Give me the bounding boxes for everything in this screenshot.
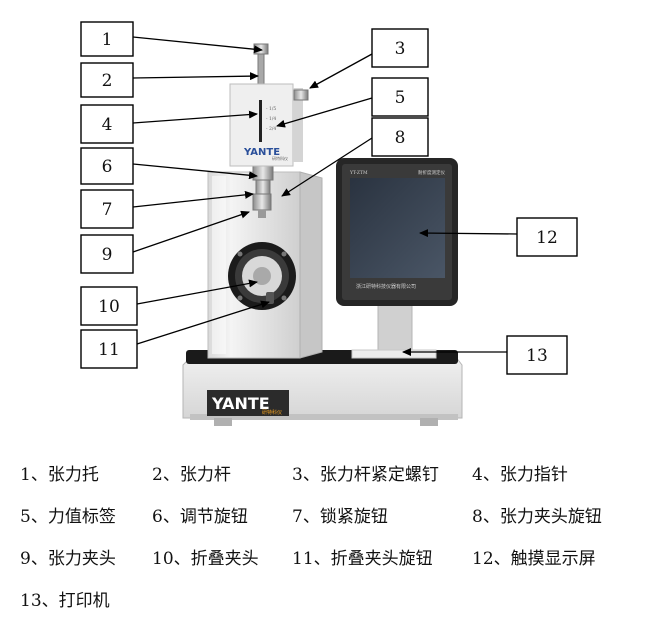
callout-arrow: [132, 110, 258, 124]
instrument-diagram: YANTE 研特科仪: [80, 21, 578, 426]
callout-number: 11: [98, 340, 120, 360]
callout-arrow: [309, 53, 373, 89]
gauge-mark: - 1/4: [266, 116, 276, 122]
callout-number: 13: [526, 346, 548, 366]
tension-gauge: - 1/5 - 1/4 - 2/4 YANTE 研特科仪: [229, 43, 309, 167]
callout-box: [516, 217, 578, 257]
callout-box: [506, 335, 568, 375]
callout-number: 1: [102, 30, 113, 50]
legend-item: 11、折叠夹头旋钮: [292, 549, 433, 569]
callout-box: [80, 62, 134, 98]
legend-item: 10、折叠夹头: [152, 549, 259, 569]
callout-6: 6: [80, 147, 258, 185]
callout-arrow: [136, 279, 258, 305]
callout-arrow: [132, 163, 258, 180]
adjust-knob: [252, 165, 274, 181]
legend-item: 8、张力夹头旋钮: [472, 507, 602, 527]
gauge-mark: - 1/5: [266, 106, 276, 112]
callout-13: 13: [402, 335, 568, 375]
callout-7: 7: [80, 189, 254, 229]
callout-box: [80, 104, 134, 144]
tension-clamp: [252, 193, 272, 211]
callout-2: 2: [80, 62, 259, 98]
callout-box: [80, 286, 138, 326]
gauge-mark: - 2/4: [266, 126, 276, 132]
callout-1: 1: [80, 21, 263, 57]
gauge-brand-subtitle: 研特科仪: [272, 155, 288, 161]
callout-arrow: [419, 229, 518, 238]
legend-item: 3、张力杆紧定螺钉: [292, 465, 439, 485]
foot: [420, 418, 438, 426]
instrument: YANTE 研特科仪: [182, 43, 463, 426]
callout-number: 4: [102, 115, 113, 135]
callout-4: 4: [80, 104, 258, 144]
callout-number: 8: [395, 128, 406, 148]
callout-arrow: [276, 97, 373, 128]
callout-number: 3: [395, 39, 406, 59]
legend-item: 2、张力杆: [152, 465, 231, 485]
callout-3: 3: [309, 28, 429, 89]
base-unit: YANTE 研特科仪: [182, 350, 463, 426]
tension-clamp-assembly: [252, 165, 274, 218]
callout-11: 11: [80, 300, 270, 369]
tension-rod-set-screw: [293, 89, 309, 101]
callout-number: 12: [536, 228, 558, 248]
callout-number: 6: [102, 157, 113, 177]
callout-arrow: [281, 137, 373, 197]
callout-number: 10: [98, 297, 120, 317]
callout-9: 9: [80, 210, 250, 274]
callout-number: 7: [102, 200, 113, 220]
callout-box: [80, 147, 134, 185]
callout-arrow: [136, 300, 270, 345]
callout-box: [80, 189, 134, 229]
callout-10: 10: [80, 279, 258, 326]
callout-8: 8: [281, 117, 429, 197]
callout-number: 5: [395, 88, 406, 108]
callout-arrow: [132, 190, 254, 208]
foot: [214, 418, 232, 426]
legend-item: 4、张力指针: [472, 465, 568, 485]
lock-knob: [255, 179, 271, 195]
callout-number: 9: [102, 245, 113, 265]
legend-item: 13、打印机: [20, 591, 110, 611]
gauge-brand: YANTE: [243, 147, 280, 158]
callout-arrow: [132, 36, 263, 54]
callout-number: 2: [102, 71, 113, 91]
screen-model: YT-ZTM: [349, 170, 368, 176]
legend-item: 6、调节旋钮: [152, 507, 248, 527]
touch-screen: [350, 178, 445, 278]
legend: 1、张力托 2、张力杆 3、张力杆紧定螺钉 4、张力指针 5、力值标签 6、调节…: [0, 448, 666, 630]
screen-title: 耐折度测定仪: [418, 169, 445, 176]
printer: [351, 349, 437, 359]
callout-box: [80, 21, 134, 57]
brand-logo: YANTE 研特科仪: [207, 390, 289, 416]
callout-box: [371, 77, 429, 117]
tension-rod: [257, 53, 265, 89]
callout-arrow: [132, 72, 259, 81]
touch-screen-unit: YT-ZTM 耐折度测定仪 浙江研特科技仪器有限公司: [336, 158, 458, 359]
legend-item: 9、张力夹头: [20, 549, 116, 569]
brand-subtitle: 研特科仪: [262, 409, 282, 416]
brand-name: YANTE: [211, 394, 270, 413]
callout-box: [80, 234, 134, 274]
legend-item: 7、锁紧旋钮: [292, 507, 388, 527]
folding-clamp: [228, 242, 296, 310]
callout-box: [80, 329, 138, 369]
callout-box: [371, 28, 429, 68]
callout-5: 5: [276, 77, 429, 128]
callout-arrow: [132, 210, 250, 253]
tension-pointer: [259, 100, 262, 142]
legend-item: 12、触摸显示屏: [472, 549, 596, 569]
screen-manufacturer: 浙江研特科技仪器有限公司: [356, 283, 416, 290]
legend-item: 1、张力托: [20, 465, 99, 485]
legend-item: 5、力值标签: [20, 507, 116, 527]
callout-12: 12: [419, 217, 578, 257]
screen-stand: [377, 299, 413, 355]
callout-box: [371, 117, 429, 157]
